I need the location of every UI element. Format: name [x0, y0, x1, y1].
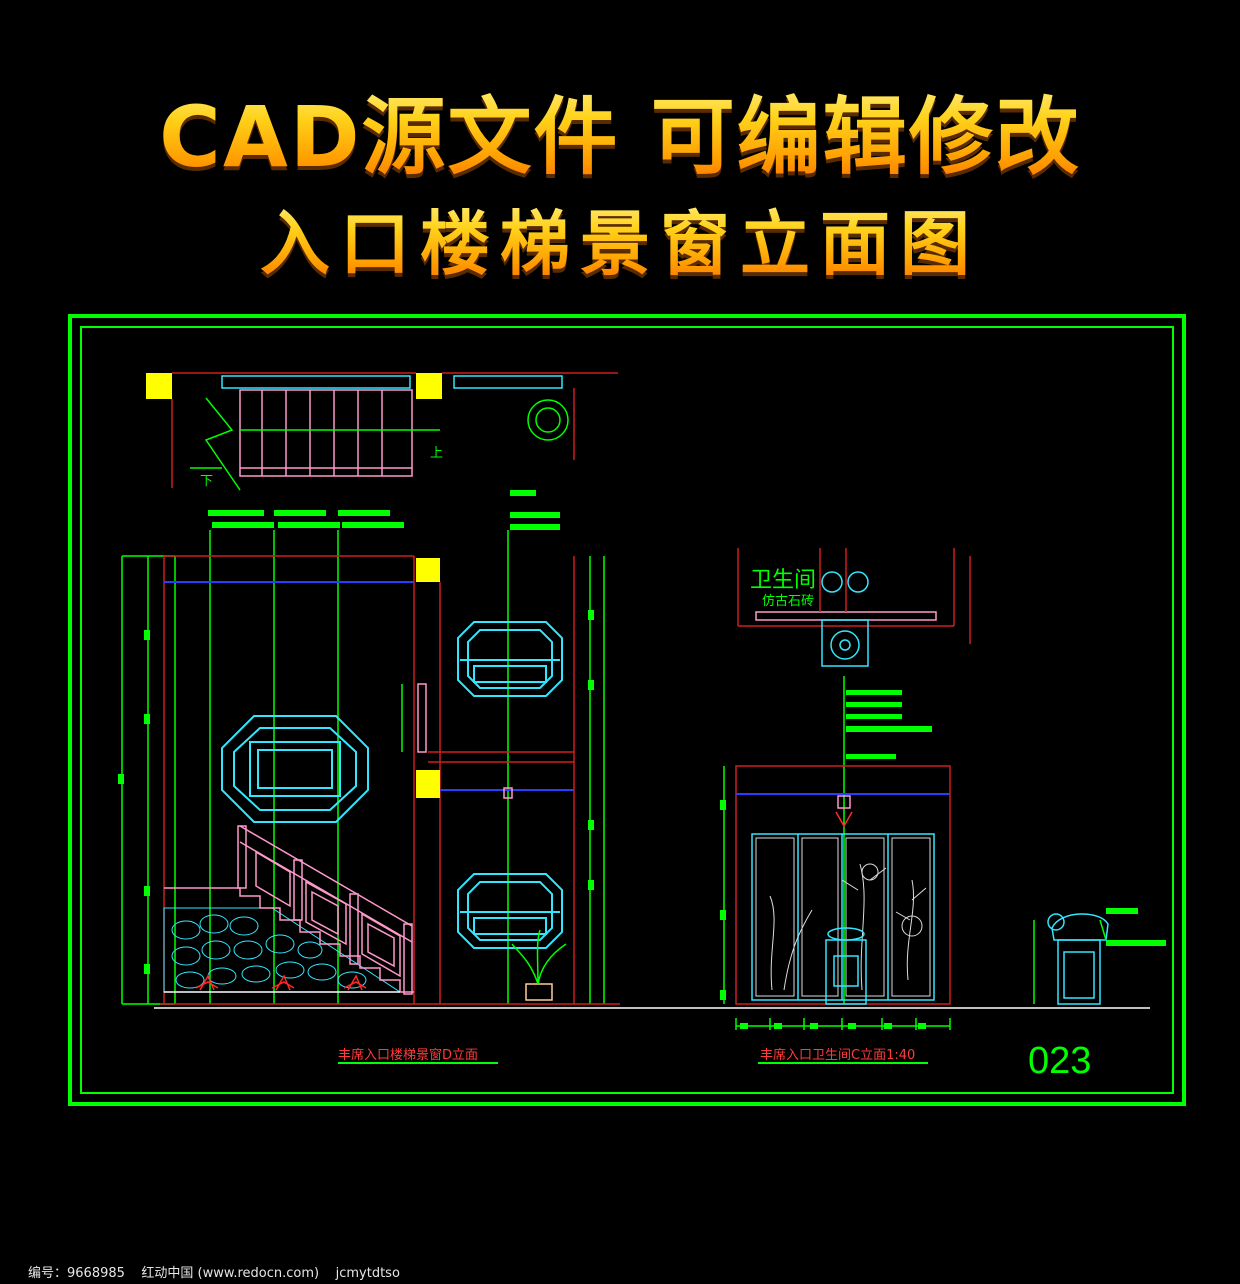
stair-elevation: [118, 530, 620, 1005]
stair-down-label: 下: [200, 474, 214, 489]
bathroom-plan: [737, 548, 971, 667]
drawing-frame-inner: [80, 326, 1174, 1094]
title-shadow: CAD源文件 可编辑修改: [0, 74, 1240, 195]
stair-up-label: 上: [430, 446, 444, 461]
stair-steps: [164, 887, 414, 993]
octagon-window-upper: [457, 621, 563, 697]
drawing-frame-outer: [68, 314, 1186, 1106]
bathroom-elevation: [720, 676, 951, 1030]
ground-plants: [195, 974, 367, 991]
dimension-tags: [208, 490, 1166, 946]
screen-plant-motif: [769, 863, 927, 991]
column-marker: [416, 373, 442, 399]
room-sub-label: 仿古石砖: [762, 594, 815, 609]
sheet-number: 023: [1028, 1040, 1092, 1082]
right-caption-underline: [758, 1062, 928, 1064]
room-label: 卫生间: [750, 568, 817, 593]
octagon-window-large: [221, 715, 369, 823]
column-marker: [416, 558, 440, 582]
column-marker: [146, 373, 172, 399]
right-caption: 丰席入口卫生间C立面1:40: [760, 1048, 916, 1063]
side-section: [1033, 913, 1109, 1005]
footer-watermark: 编号：9668985 红动中国 (www.redocn.com) jcmytdt…: [28, 1266, 400, 1281]
subtitle-shadow: 入口楼梯景窗立面图: [0, 192, 1240, 293]
stair-plan: [146, 372, 618, 491]
column-marker: [416, 770, 440, 798]
left-caption: 丰席入口楼梯景窗D立面: [338, 1048, 479, 1063]
left-caption-underline: [338, 1062, 498, 1064]
page-subtitle: 入口楼梯景窗立面图: [0, 188, 1240, 289]
potted-plant: [511, 929, 567, 1001]
page-title: CAD源文件 可编辑修改: [0, 70, 1240, 191]
octagon-window-lower: [457, 873, 563, 949]
stair-railing: [237, 825, 413, 995]
